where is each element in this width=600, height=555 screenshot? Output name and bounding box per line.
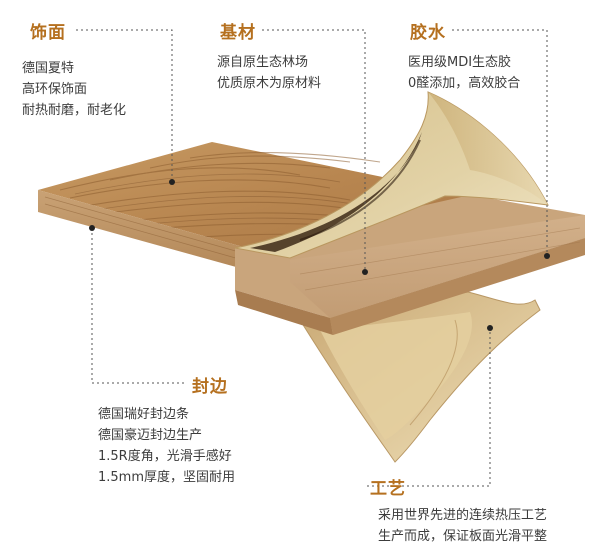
edge-title: 封边	[192, 377, 228, 397]
craft-line: 采用世界先进的连续热压工艺	[378, 508, 548, 523]
edge-line: 1.5mm厚度，坚固耐用	[98, 470, 236, 485]
edge-marker-dot	[89, 225, 95, 231]
veneer-marker-dot	[169, 179, 175, 185]
glue-line: 医用级MDI生态胶	[408, 55, 512, 70]
substrate-description: 源自原生态林场 优质原木为原材料	[217, 52, 321, 94]
veneer-line: 高环保饰面	[22, 82, 88, 97]
edge-description: 德国瑞好封边条 德国豪迈封边生产 1.5R度角，光滑手感好 1.5mm厚度，坚固…	[98, 404, 235, 488]
edge-line: 德国豪迈封边生产	[98, 428, 203, 443]
edge-line: 1.5R度角，光滑手感好	[98, 449, 232, 464]
glue-description: 医用级MDI生态胶 0醛添加，高效胶合	[408, 52, 520, 94]
substrate-title: 基材	[220, 23, 256, 43]
craft-title: 工艺	[370, 479, 406, 499]
wood-board	[38, 142, 585, 335]
peeling-veneer-layer	[234, 91, 549, 259]
glue-title: 胶水	[410, 23, 446, 43]
leader-dots	[89, 179, 550, 331]
veneer-line: 耐热耐磨，耐老化	[22, 103, 127, 118]
craft-description: 采用世界先进的连续热压工艺 生产而成，保证板面光滑平整	[378, 505, 547, 547]
veneer-line: 德国夏特	[22, 61, 75, 76]
leader-lines	[76, 29, 548, 487]
glue-line: 0醛添加，高效胶合	[408, 76, 521, 91]
craft-marker-dot	[487, 325, 493, 331]
veneer-description: 德国夏特 高环保饰面 耐热耐磨，耐老化	[22, 58, 126, 121]
craft-line: 生产而成，保证板面光滑平整	[378, 529, 548, 544]
substrate-line: 优质原木为原材料	[217, 76, 322, 91]
edge-line: 德国瑞好封边条	[98, 407, 190, 422]
veneer-title: 饰面	[30, 23, 66, 43]
glue-marker-dot	[544, 253, 550, 259]
substrate-marker-dot	[362, 269, 368, 275]
substrate-line: 源自原生态林场	[217, 55, 309, 70]
